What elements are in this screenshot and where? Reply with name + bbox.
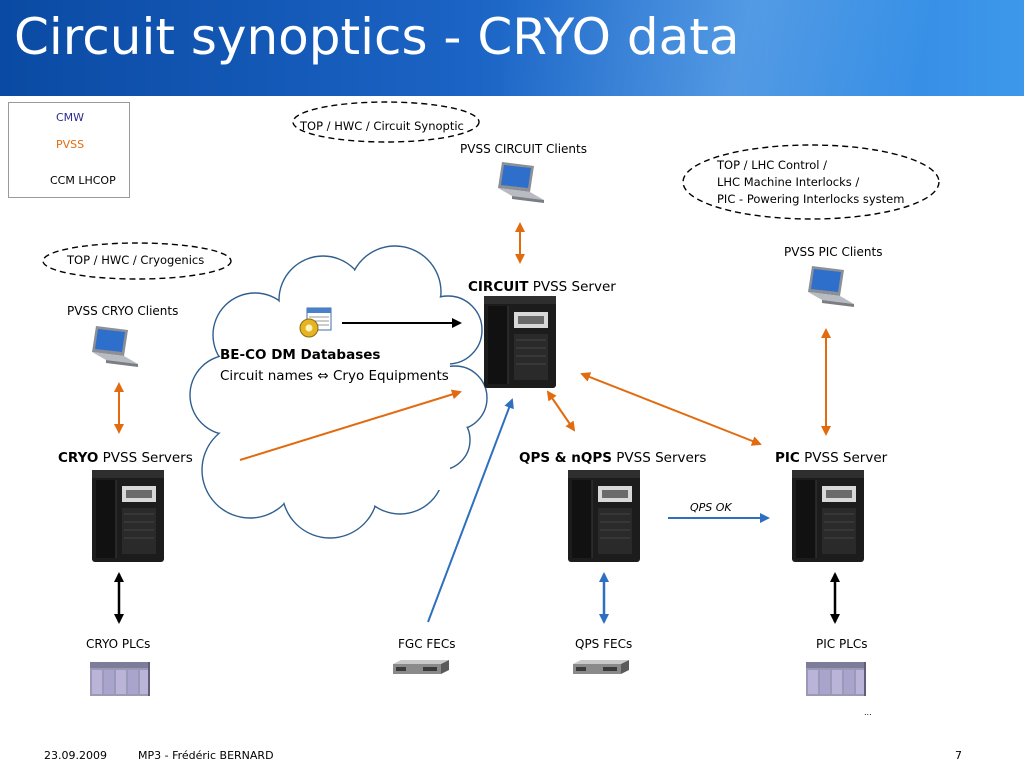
pic-plcs-label: PIC PLCs — [816, 637, 868, 651]
oval-lhc-control-line3: PIC - Powering Interlocks system — [717, 192, 905, 206]
qps-ok-label: QPS OK — [690, 501, 732, 514]
oval-circuit-synoptic — [292, 101, 480, 143]
pic-server-label: PIC PVSS Server — [775, 450, 887, 466]
qps-server-label-bold: QPS & nQPS — [519, 450, 612, 466]
legend-box — [8, 102, 130, 198]
qps-server-label: QPS & nQPS PVSS Servers — [519, 450, 706, 466]
double-arrow-icon: ⇔ — [317, 368, 329, 384]
title-highlight — [504, 0, 1024, 96]
pic-server-label-rest: PVSS Server — [799, 450, 888, 466]
cryo-server-icon — [91, 469, 165, 563]
cryo-server-label-rest: PVSS Servers — [98, 450, 193, 466]
circuit-clients-label: PVSS CIRCUIT Clients — [460, 142, 587, 156]
legend-ccm-label: CCM LHCOP — [50, 174, 116, 187]
cryo-plcs-label: CRYO PLCs — [86, 637, 151, 651]
cryo-client-laptop-icon — [92, 326, 138, 367]
circuit-server-label-bold: CIRCUIT — [468, 279, 529, 295]
qps-fecs-label: QPS FECs — [575, 637, 633, 651]
oval-cryogenics-label: TOP / HWC / Cryogenics — [67, 253, 205, 267]
oval-lhc-control-line1: TOP / LHC Control / — [717, 158, 828, 172]
circuit-qps-arrow — [546, 390, 576, 432]
cryo-server-label-bold: CRYO — [58, 450, 99, 466]
cryo-to-cloud-arrow — [239, 389, 462, 461]
oval-circuit-synoptic-label: TOP / HWC / Circuit Synoptic — [300, 119, 464, 133]
circuit-server-label: CIRCUIT PVSS Server — [468, 279, 616, 295]
circuit-client-laptop-icon — [498, 162, 544, 203]
pic-clients-label: PVSS PIC Clients — [784, 245, 883, 259]
cloud-subtitle-left: Circuit names — [220, 368, 314, 384]
pic-plcs-ellipsis: ... — [864, 708, 872, 717]
cryo-plc-icon — [90, 662, 150, 696]
pic-server-icon — [791, 469, 865, 563]
qps-server-icon — [567, 469, 641, 563]
footer-page-number: 7 — [955, 749, 962, 762]
cloud-subtitle-right: Cryo Equipments — [332, 368, 449, 384]
footer-author: MP3 - Frédéric BERNARD — [138, 749, 274, 762]
legend-pvss-label: PVSS — [56, 138, 85, 151]
page-title: Circuit synoptics - CRYO data — [14, 8, 740, 66]
oval-lhc-control-line2: LHC Machine Interlocks / — [717, 175, 860, 189]
fgc-fecs-label: FGC FECs — [398, 637, 456, 651]
circuit-pic-arrow — [580, 372, 762, 446]
cryo-server-label: CRYO PVSS Servers — [58, 450, 193, 466]
qps-fec-icon — [573, 660, 629, 674]
circuit-server-icon — [483, 295, 557, 389]
oval-lhc-control — [682, 144, 940, 220]
cloud-title: BE-CO DM Databases — [220, 347, 381, 363]
qps-server-label-rest: PVSS Servers — [611, 450, 707, 466]
database-gear-icon — [299, 307, 332, 338]
cryo-clients-label: PVSS CRYO Clients — [67, 304, 179, 318]
pic-plc-icon — [806, 662, 866, 696]
cloud-fill — [191, 247, 486, 537]
footer-date: 23.09.2009 — [44, 749, 107, 762]
fgc-to-circuit-arrow — [427, 398, 514, 623]
legend-cmw-label: CMW — [56, 111, 85, 124]
circuit-server-label-rest: PVSS Server — [528, 279, 616, 295]
fgc-fec-icon — [393, 660, 449, 674]
pic-server-label-bold: PIC — [775, 450, 800, 466]
title-bar — [0, 0, 1024, 96]
pic-client-laptop-icon — [808, 266, 854, 307]
oval-cryogenics — [42, 242, 232, 280]
cloud-subtitle: Circuit names ⇔ Cryo Equipments — [220, 368, 449, 384]
